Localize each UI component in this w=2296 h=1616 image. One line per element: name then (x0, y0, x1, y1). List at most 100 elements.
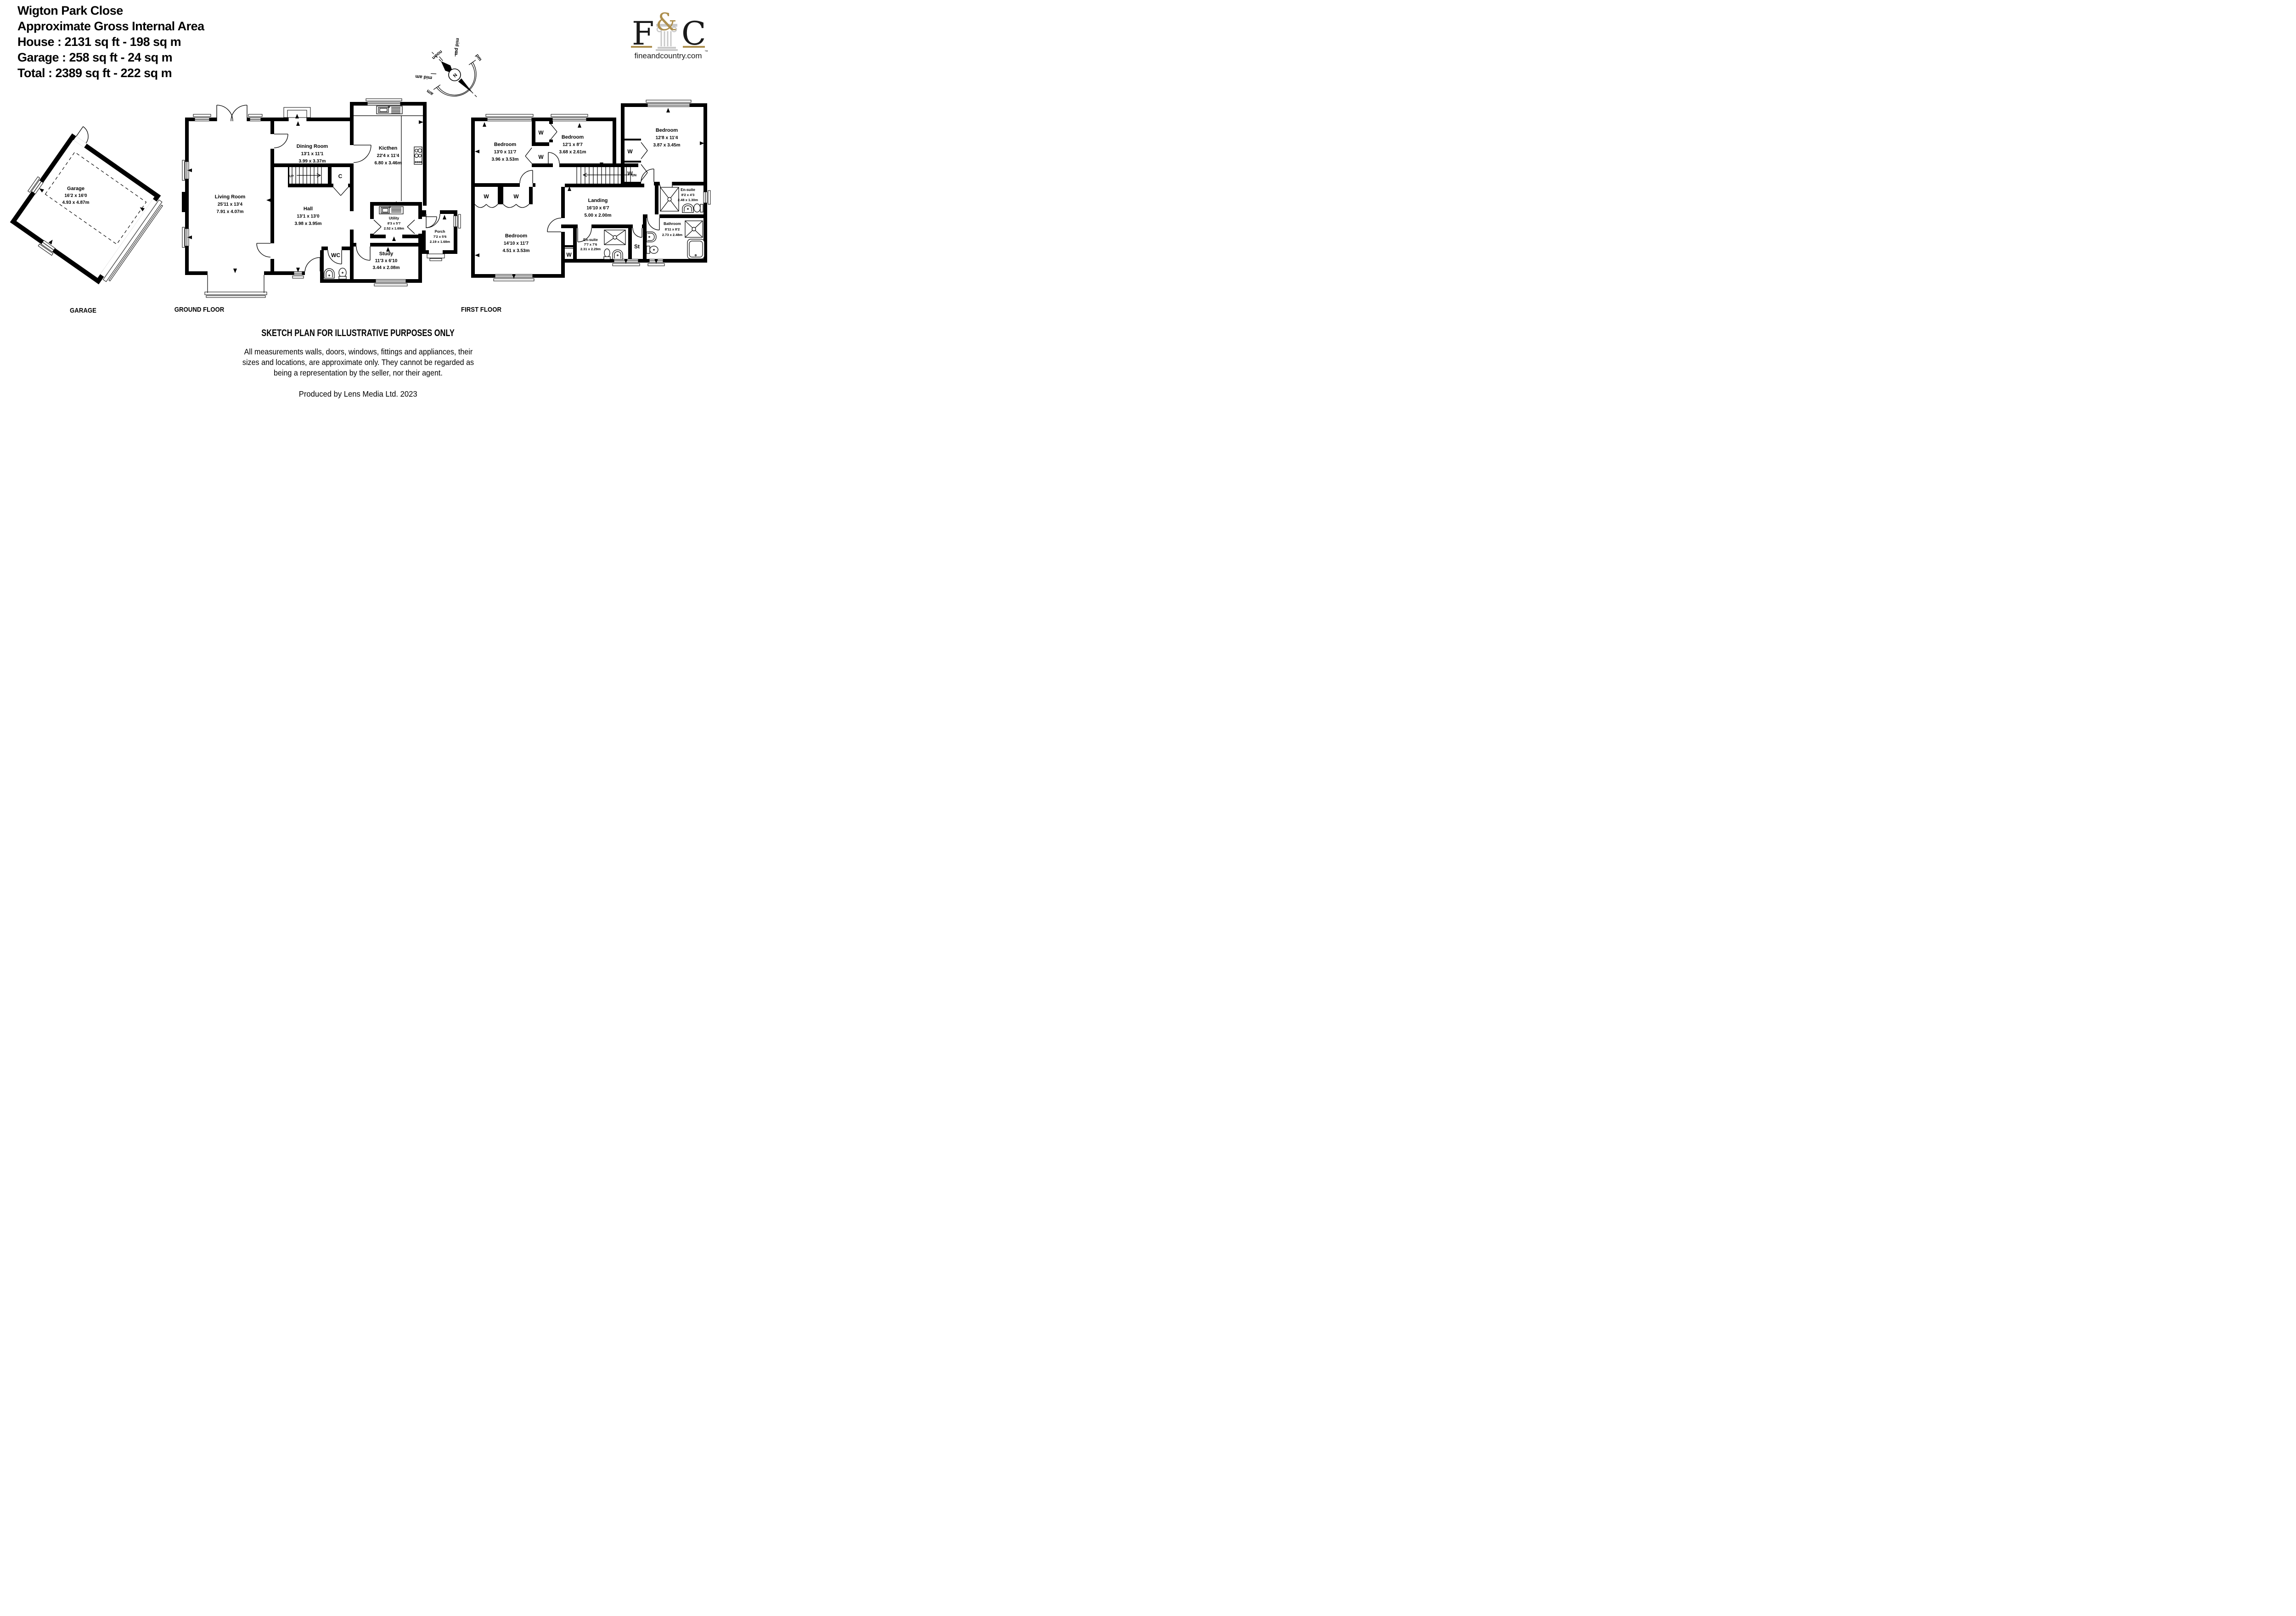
kitchen-sink (376, 106, 403, 114)
column-icon (656, 24, 678, 51)
wardrobe-label-5: W (627, 148, 633, 155)
ground-floor-title: GROUND FLOOR (174, 306, 225, 314)
kitchen-met: 6.80 x 3.46m (375, 161, 402, 166)
stairs-up: UP (289, 167, 322, 184)
dining-met: 3.99 x 3.37m (299, 159, 326, 164)
wardrobe-label-7: W (566, 252, 572, 258)
living-met: 7.91 x 4.07m (217, 209, 244, 214)
bathroom-met: 2.73 x 2.48m (662, 233, 683, 237)
footer-heading-row: SKETCH PLAN FOR ILLUSTRATIVE PURPOSES ON… (0, 328, 716, 339)
bathroom-name: Bathroom (664, 222, 681, 226)
logo-trademark: ™ (704, 50, 708, 54)
room-label-kitchen: Kicthen 22'4 x 11'4 6.80 x 3.46m (375, 146, 402, 166)
total-area: Total : 2389 sq ft - 222 sq m (17, 66, 172, 80)
first-walls (471, 103, 707, 278)
study-met: 3.44 x 2.08m (373, 265, 400, 270)
property-address: Wigton Park Close (17, 4, 123, 17)
ensuite1-met: 2.31 x 2.29m (580, 247, 601, 251)
room-label-store: St (634, 243, 640, 250)
utility-name: Utility (389, 216, 400, 220)
room-label-utility: Utility 8'3 x 5'7 2.52 x 1.69m (384, 216, 405, 230)
bed3-name: Bedroom (505, 233, 528, 239)
bed4-met: 3.87 x 3.45m (653, 143, 681, 148)
room-label-hall: Hall 13'1 x 13'0 3.98 x 3.95m (295, 206, 322, 226)
room-label-ensuite2: En-suite 8'2 x 4'3 2.48 x 1.30m (678, 188, 698, 202)
porch-met: 2.19 x 1.68m (430, 240, 450, 244)
garage-name: Garage (67, 186, 84, 191)
ensuite2-fixtures (660, 187, 703, 213)
bed1-met: 3.96 x 3.53m (492, 157, 519, 162)
ensuite1-name: En-suite (583, 238, 598, 242)
porch-steps (427, 253, 445, 261)
kitchen-imp: 22'4 x 11'4 (377, 153, 400, 158)
bed3-imp: 14'10 x 11'7 (504, 241, 529, 246)
garage-met: 4.93 x 4.87m (62, 200, 90, 205)
room-label-living: Living Room 25'11 x 13'4 7.91 x 4.07m (215, 194, 246, 214)
porch-name: Porch (435, 230, 445, 234)
ensuite1-fixtures (603, 230, 626, 260)
room-label-bed3: Bedroom 14'10 x 11'7 4.51 x 3.53m (503, 233, 530, 253)
plans-canvas: F & C fineandcountry.com ™ N noon mid pm… (10, 9, 711, 298)
logo-website: fineandcountry.com (634, 51, 702, 60)
bed1-imp: 13'0 x 11'7 (494, 150, 517, 155)
kitchen-name: Kicthen (379, 146, 398, 151)
ground-windows (182, 98, 461, 286)
room-label-bed2: Bedroom 12'1 x 8'7 3.68 x 2.61m (559, 135, 586, 155)
first-markers (475, 108, 704, 279)
garage-imp: 16'2 x 16'0 (64, 193, 87, 198)
header-block: Wigton Park Close Approximate Gross Inte… (17, 3, 204, 81)
floorplan-sheet: Wigton Park Close Approximate Gross Inte… (0, 0, 716, 404)
disclaimer-line-3-row: being a representation by the seller, no… (0, 368, 716, 378)
landing-imp: 16'10 x 6'7 (586, 206, 609, 211)
wardrobe-label-4: W (513, 193, 519, 200)
room-label-cupboard: C (338, 173, 343, 180)
compass-label-mid-pm: mid pm (453, 38, 460, 55)
living-imp: 25'11 x 13'4 (218, 202, 243, 207)
wardrobe-label-1: W (538, 129, 544, 136)
dining-imp: 13'1 x 11'1 (301, 152, 324, 157)
compass-label-mid-am: mid am (415, 73, 433, 80)
hall-met: 3.98 x 3.95m (295, 221, 322, 226)
ensuite2-imp: 8'2 x 4'3 (681, 193, 695, 197)
first-floor-title: FIRST FLOOR (461, 306, 501, 314)
stairs-dn-label: DN (632, 174, 636, 177)
bay-window (204, 275, 267, 298)
porch-imp: 7'2 x 5'6 (433, 235, 447, 239)
bed1-name: Bedroom (494, 142, 517, 147)
study-name: Study (379, 251, 394, 257)
hob-icon (414, 146, 422, 165)
kitchen-counter (354, 115, 423, 201)
utility-sink (379, 206, 404, 214)
wardrobe-label-6: W (627, 170, 633, 177)
house-area: House : 2131 sq ft - 198 sq m (17, 35, 181, 49)
room-label-ensuite1: En-suite 7'7 x 7'6 2.31 x 2.29m (580, 238, 601, 251)
ensuite2-name: En-suite (681, 188, 695, 192)
wc-fixtures (324, 268, 347, 280)
logo-underline-left (631, 46, 652, 48)
bed4-name: Bedroom (656, 128, 678, 133)
garage-title: GARAGE (70, 307, 96, 314)
bed4-imp: 12'8 x 11'4 (656, 135, 678, 140)
credit-row: Produced by Lens Media Ltd. 2023 (0, 389, 716, 399)
room-label-bed1: Bedroom 13'0 x 11'7 3.96 x 3.53m (492, 142, 519, 162)
ensuite2-met: 2.48 x 1.30m (678, 198, 698, 202)
disclaimer-line-1-row: All measurements walls, doors, windows, … (0, 347, 716, 357)
logo-underline-right (683, 46, 705, 48)
bathroom-imp: 8'11 x 8'2 (665, 227, 680, 231)
living-name: Living Room (215, 194, 246, 200)
landing-met: 5.00 x 2.00m (585, 213, 612, 218)
study-imp: 11'3 x 6'10 (375, 258, 398, 264)
garage-plan: Garage 16'2 x 16'0 4.93 x 4.87m (10, 126, 163, 285)
compass-hub (448, 68, 461, 81)
wardrobe-label-3: W (484, 193, 489, 200)
first-floor-plan: DN (471, 100, 711, 281)
stairs-up-label: UP (289, 175, 294, 178)
bathroom-fixtures (646, 220, 705, 259)
bed3-met: 4.51 x 3.53m (503, 248, 530, 253)
room-label-wc: WC (331, 252, 340, 258)
utility-met: 2.52 x 1.69m (384, 226, 405, 230)
ground-walls (182, 102, 457, 283)
ground-markers (187, 114, 446, 273)
room-label-dining: Dining Room 13'1 x 11'1 3.99 x 3.37m (297, 144, 328, 164)
compass-label-pm: pm (474, 53, 483, 62)
